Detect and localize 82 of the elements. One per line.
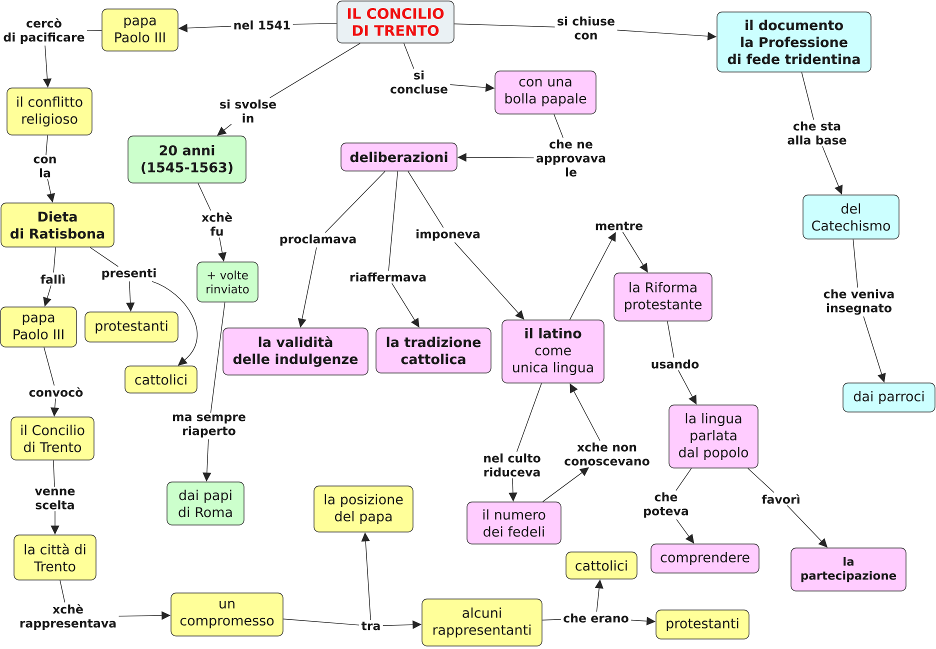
connector-line xyxy=(542,619,562,620)
connector-line xyxy=(408,171,444,228)
linking-phrase: si concluse xyxy=(390,70,448,94)
concept-box: con una bolla papale xyxy=(494,70,596,114)
linking-phrase: si chiuse con xyxy=(558,16,614,40)
concept-box: il latino come unica lingua xyxy=(502,320,604,384)
concept-box: cattolici xyxy=(124,366,198,394)
concept-box: + volte rinviato xyxy=(196,262,258,302)
concept-box: papa Paolo III xyxy=(0,306,77,348)
linking-phrase: che ne approvava le xyxy=(536,139,606,177)
concept-box: la posizione del papa xyxy=(314,486,414,532)
connector-line xyxy=(86,30,102,31)
linking-phrase: xchè fu xyxy=(202,212,232,236)
connector-line xyxy=(801,72,814,120)
linking-phrase: che poteva xyxy=(644,492,688,518)
connector-line xyxy=(667,321,674,358)
concept-box: 20 anni (1545-1563) xyxy=(128,136,246,184)
linking-phrase: imponeva xyxy=(416,229,480,241)
concept-box: protestanti xyxy=(84,312,178,342)
connector-line xyxy=(516,383,542,452)
concept-box: la Riforma protestante xyxy=(614,272,712,322)
concept-box: protestanti xyxy=(656,610,750,640)
connector-line xyxy=(198,183,212,211)
concept-box: il Concilio di Trento xyxy=(10,416,94,460)
concept-box: la validità delle indulgenze xyxy=(222,328,368,376)
linking-phrase: xchè rappresentava xyxy=(20,604,116,630)
linking-phrase: cercò di pacificare xyxy=(4,18,84,44)
concept-box: comprendere xyxy=(650,544,760,574)
linking-phrase: tra xyxy=(361,622,380,630)
linking-phrase: che veniva insegnato xyxy=(824,289,894,315)
linking-phrase: favorì xyxy=(762,494,800,504)
connector-line xyxy=(46,135,48,156)
connector-line xyxy=(53,460,55,488)
connector-line xyxy=(554,114,564,138)
linking-phrase: con la xyxy=(34,156,56,178)
concept-box: la partecipazione xyxy=(790,548,906,592)
connector-line xyxy=(44,347,55,386)
concept-box: la lingua parlata dal popolo xyxy=(668,404,758,468)
linking-phrase: proclamava xyxy=(280,234,356,246)
connector-line xyxy=(324,171,386,233)
connector-line xyxy=(60,580,66,603)
concept-box: la tradizione cattolica xyxy=(376,328,492,374)
linking-phrase: convocò xyxy=(29,387,83,397)
concept-box: dai parroci xyxy=(842,382,936,412)
linking-phrase: nel 1541 xyxy=(234,20,290,30)
concept-box: un compromesso xyxy=(170,592,284,636)
connector-line xyxy=(404,43,414,70)
connector-line xyxy=(748,468,774,493)
connector-line xyxy=(270,43,360,98)
linking-phrase: mentre xyxy=(596,222,643,230)
concept-box: il numero dei fedeli xyxy=(466,502,562,544)
concept-box: la città di Trento xyxy=(14,534,96,580)
connector-line xyxy=(210,302,226,414)
title-box: IL CONCILIO DI TRENTO xyxy=(336,0,454,44)
connector-line xyxy=(90,247,119,267)
concept-box: Dieta di Ratisbona xyxy=(0,202,114,248)
connector-line xyxy=(53,247,56,273)
linking-phrase: fallì xyxy=(40,274,65,284)
connector-line xyxy=(283,618,360,626)
linking-phrase: che sta alla base xyxy=(788,121,846,145)
concept-box: alcuni rappresentanti xyxy=(422,598,542,646)
connector-line xyxy=(676,468,692,491)
linking-phrase: riaffermava xyxy=(350,272,426,282)
concept-box: del Catechismo xyxy=(802,194,900,240)
linking-phrase: ma sempre riaperto xyxy=(173,414,246,438)
linking-phrase: venne scelta xyxy=(34,488,75,510)
concept-box: deliberazioni xyxy=(340,142,458,172)
linking-phrase: usando xyxy=(652,359,699,369)
concept-box: dai papi di Roma xyxy=(166,482,244,526)
concept-box: il conflitto religioso xyxy=(6,88,92,136)
connector-line xyxy=(852,239,858,288)
linking-phrase: che erano xyxy=(564,613,628,623)
connector-line xyxy=(292,22,338,25)
concept-box: il documento la Professione di fede tridentina xyxy=(716,12,872,72)
linking-phrase: presenti xyxy=(102,268,156,280)
connector-line xyxy=(388,171,398,272)
linking-phrase: nel culto riduceva xyxy=(484,453,540,477)
linking-phrase: si svolse in xyxy=(220,100,276,122)
concept-box: papa Paolo III xyxy=(102,8,178,52)
concept-box: cattolici xyxy=(566,552,638,580)
linking-phrase: xche non conoscevano xyxy=(564,442,650,466)
connector-line xyxy=(454,24,556,28)
